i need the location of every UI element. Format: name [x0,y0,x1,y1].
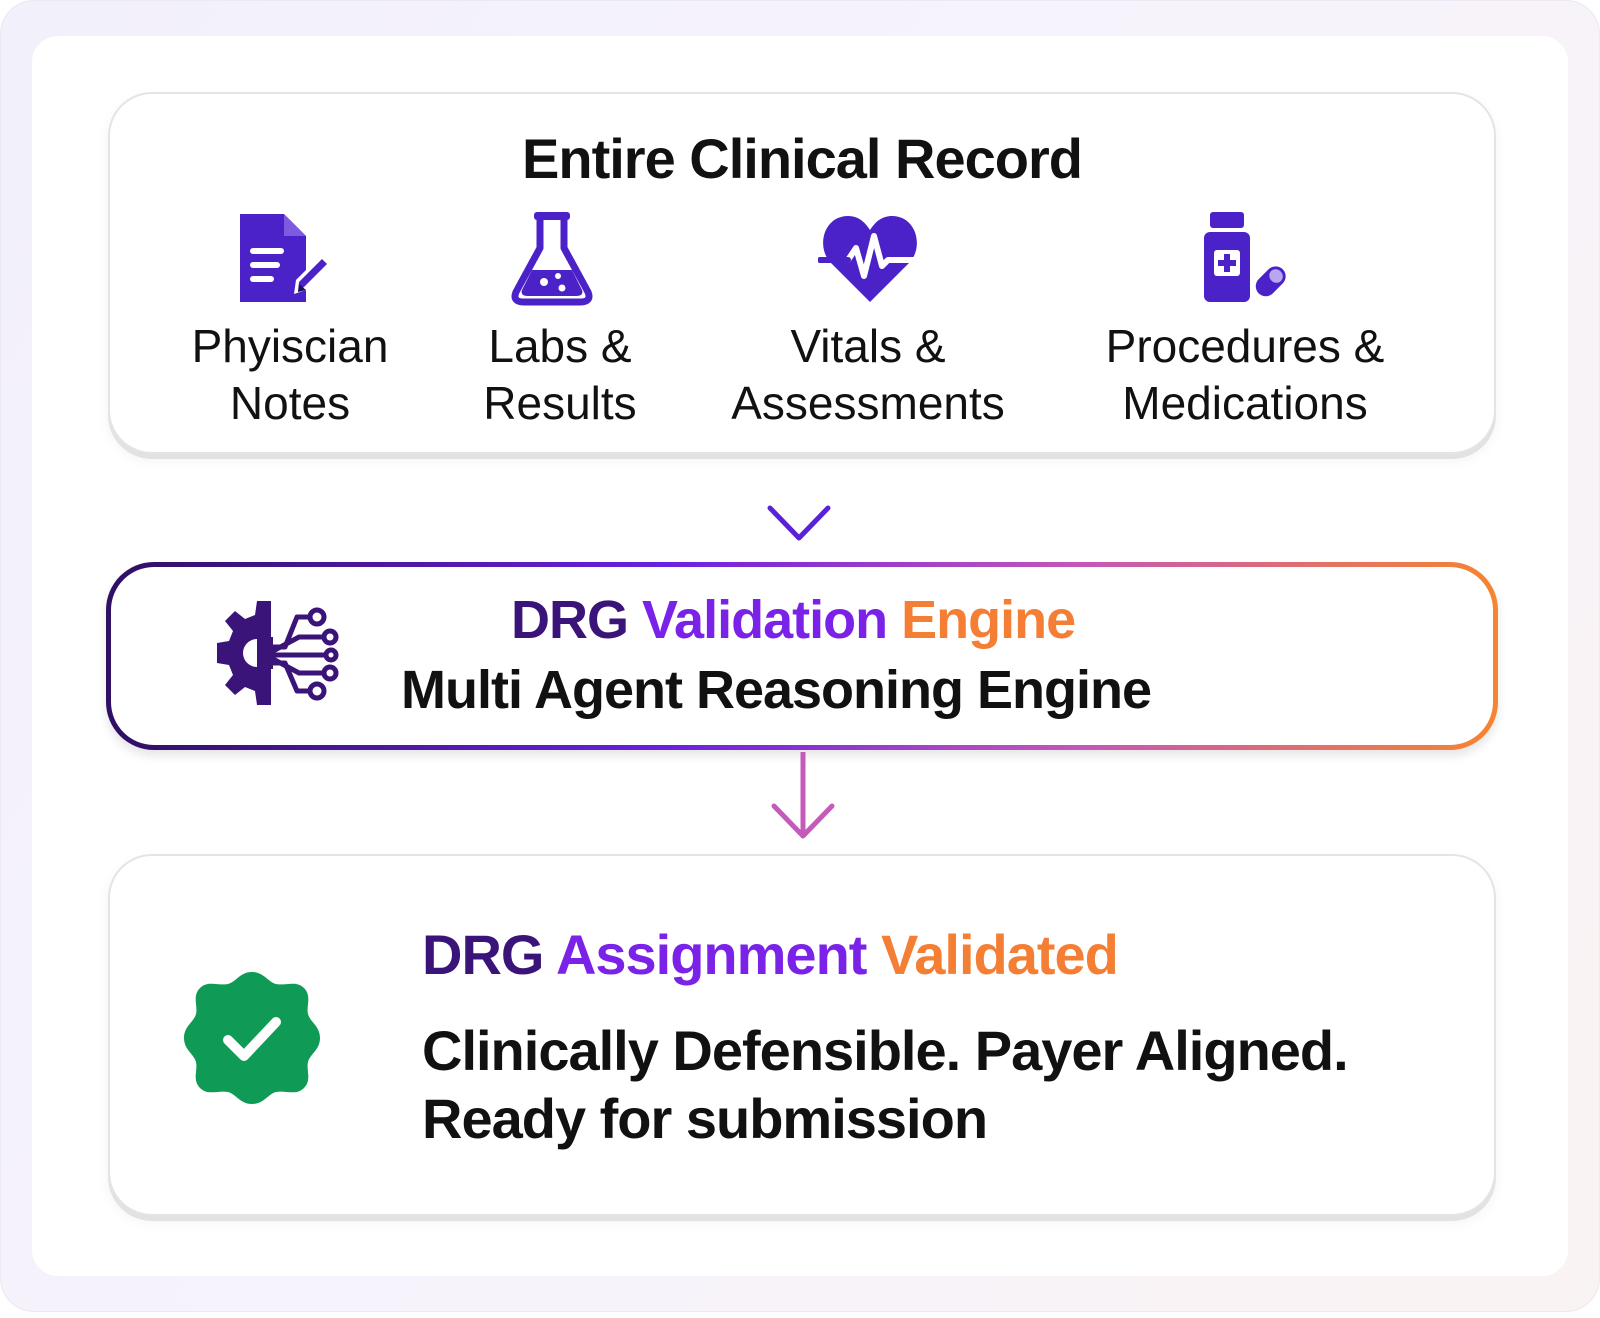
source-label-line: Procedures & [1105,320,1385,372]
source-label-vitals-assessments: Vitals & Assessments [688,318,1048,432]
source-label-line: Medications [1122,377,1368,429]
flow-arrow-down-icon [771,752,835,839]
source-label-line: Results [483,377,637,429]
result-title-assignment: Assignment [555,923,867,986]
engine-subtitle: Multi Agent Reasoning Engine [401,660,1152,720]
validated-result-panel: DRG Assignment Validated Clinically Defe… [108,854,1496,1216]
source-label-physician-notes: Phyiscian Notes [110,318,470,432]
source-label-procedures-medications: Procedures & Medications [1065,318,1425,432]
result-statement-line-2: Ready for submission [422,1087,988,1150]
source-label-line: Phyiscian [191,320,389,372]
engine-title-drg: DRG [511,590,629,650]
source-label-line: Assessments [731,377,1005,429]
result-title-validated: Validated [881,923,1119,986]
record-title: Entire Clinical Record [522,127,1083,190]
source-label-line: Notes [229,377,351,429]
validation-engine-panel: DRG Validation Engine Multi Agent Reason… [106,562,1498,750]
lab-flask-icon [510,210,594,313]
clinical-record-panel: Entire Clinical Record Phyiscian Notes L… [108,92,1496,454]
source-label-line: Labs & [488,320,632,372]
engine-title-validation: Validation [642,590,888,650]
source-label-labs-results: Labs & Results [380,318,740,432]
engine-title: DRG Validation Engine [511,589,1076,651]
document-pencil-icon [236,210,334,313]
flow-arrow-down-icon [767,456,831,541]
result-statement-line-1: Clinically Defensible. Payer Aligned. [422,1019,1349,1082]
medicine-bottle-pill-icon [1198,210,1290,313]
engine-title-engine: Engine [901,590,1076,650]
validation-engine-inner: DRG Validation Engine Multi Agent Reason… [111,567,1493,745]
result-title: DRG Assignment Validated [422,922,1119,987]
heart-pulse-icon [817,210,923,311]
result-title-drg: DRG [422,923,544,986]
gear-circuit-icon [215,597,339,714]
source-label-line: Vitals & [790,320,946,372]
verified-check-badge-icon [180,966,324,1115]
